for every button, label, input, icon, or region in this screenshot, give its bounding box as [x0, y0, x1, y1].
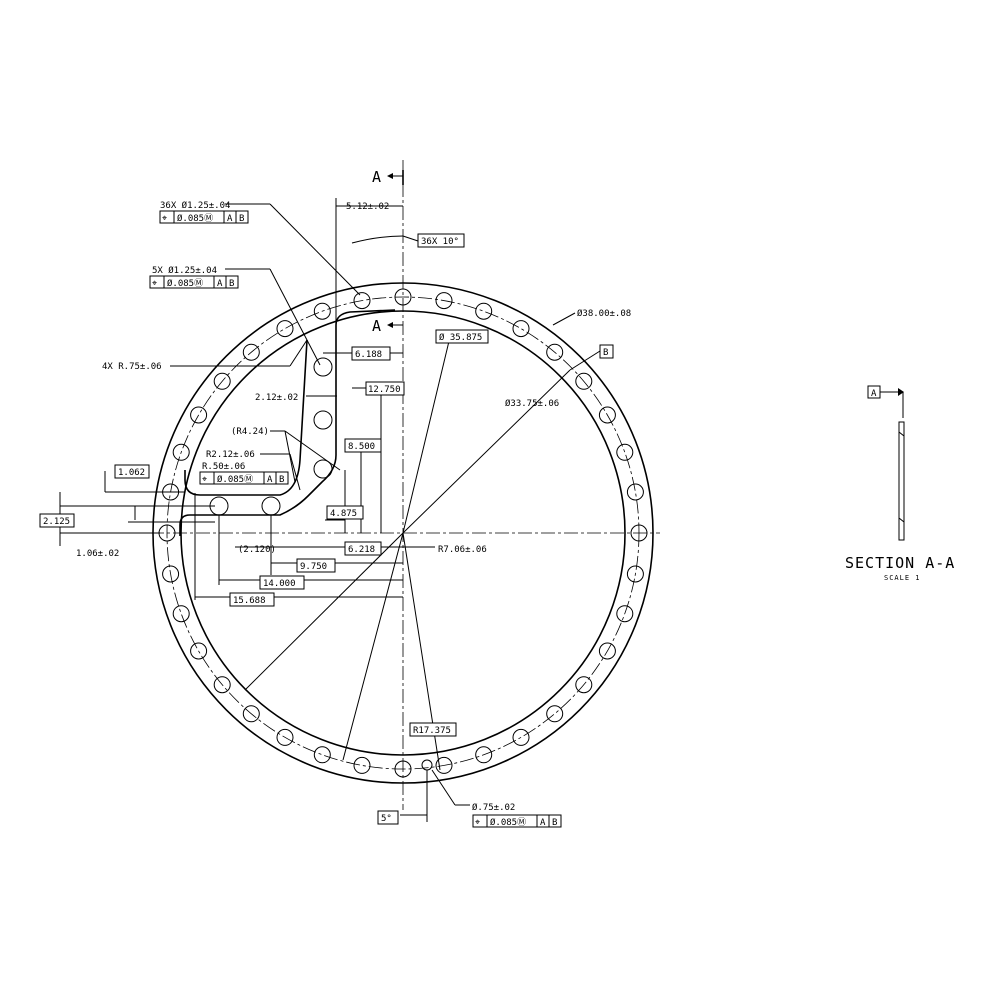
bolt-hole [616, 605, 634, 623]
bolt-hole [213, 676, 231, 694]
dim-r212: R2.12±.06 [206, 450, 255, 460]
bolt-hole [475, 746, 493, 764]
bolt-hole [313, 302, 331, 320]
dim-2125: 2.125 [43, 517, 70, 527]
bolt-hole [575, 372, 593, 390]
bolt-hole [546, 343, 564, 361]
bolt-hole [626, 565, 644, 583]
dim-9750: 9.750 [300, 562, 327, 572]
section-view: A SECTION A-A SCALE 1 [845, 385, 955, 582]
dim-35875: Ø 35.875 [439, 332, 482, 343]
dim-1062: 1.062 [118, 468, 145, 478]
dim-6188: 6.188 [355, 350, 382, 360]
bolt-hole [242, 343, 260, 361]
fcf-datum-b: B [552, 818, 557, 828]
small-hole [421, 759, 433, 771]
bolt-hole [172, 443, 190, 461]
datum-a-box: A [871, 389, 877, 399]
dim-r424: (R4.24) [231, 427, 269, 437]
tab-hole [313, 410, 333, 430]
dim-r050: R.50±.06 [202, 462, 245, 472]
fcf-datum-a: A [267, 475, 273, 485]
bolt-hole [598, 406, 616, 424]
bolt-hole [475, 302, 493, 320]
position-symbol: ⌖ [152, 279, 157, 289]
bolt-hole [213, 372, 231, 390]
section-title: SECTION A-A [845, 554, 955, 572]
bolt-hole [575, 676, 593, 694]
bolt-hole [353, 292, 371, 310]
section-scale: SCALE 1 [884, 574, 921, 582]
bolt-hole [512, 320, 530, 338]
dim-14000: 14.000 [263, 579, 296, 589]
fcf-datum-a: A [540, 818, 546, 828]
bolt-hole [172, 605, 190, 623]
dim-r706: R7.06±.06 [438, 545, 487, 555]
bolt-hole [276, 728, 294, 746]
tab-hole [261, 496, 281, 516]
tab-hole [313, 459, 333, 479]
bolt-hole [313, 746, 331, 764]
bolt-hole [190, 642, 208, 660]
position-symbol: ⌖ [162, 214, 167, 224]
bolt-hole [276, 320, 294, 338]
fcf-tolerance: Ø.085Ⓜ [217, 474, 253, 485]
datum-b-box: B [603, 348, 608, 358]
dim-id: Ø33.75±.06 [505, 398, 559, 409]
fcf-datum-b: B [239, 214, 244, 224]
dim-12750: 12.750 [368, 385, 401, 395]
dim-2120: (2.120) [238, 545, 276, 555]
dim-r4x: 4X R.75±.06 [102, 362, 162, 372]
fcf-tolerance: Ø.085Ⓜ [490, 817, 526, 828]
bolt-hole [242, 705, 260, 723]
dim-6218: 6.218 [348, 545, 375, 555]
dim-512: 5.12±.02 [346, 202, 389, 212]
dim-106: 1.06±.02 [76, 549, 119, 559]
fcf-datum-a: A [217, 279, 223, 289]
dimension-boxes [39, 210, 614, 828]
holes36-label: 36X Ø1.25±.04 [160, 200, 230, 211]
dim-8500: 8.500 [348, 442, 375, 452]
fcf-datum-a: A [227, 214, 233, 224]
fcf-tolerance: Ø.085Ⓜ [167, 278, 203, 289]
annotations: 36X Ø1.25±.04 ⌖ Ø.085Ⓜ A B 5X Ø1.25±.04 … [43, 200, 631, 828]
bolt-hole [626, 483, 644, 501]
dim-r17375: R17.375 [413, 726, 451, 736]
bolt-hole [512, 728, 530, 746]
tab-hole [313, 357, 333, 377]
dim-ang36: 36X 10° [421, 237, 459, 247]
position-symbol: ⌖ [202, 475, 207, 485]
bolt-hole [162, 565, 180, 583]
bolt-hole [353, 756, 371, 774]
dim-4875: 4.875 [330, 509, 357, 519]
dim-212: 2.12±.02 [255, 393, 298, 403]
fcf-datum-b: B [229, 279, 234, 289]
holes5-label: 5X Ø1.25±.04 [152, 265, 217, 276]
bolt-hole [598, 642, 616, 660]
fcf-datum-b: B [279, 475, 284, 485]
bolt-hole [190, 406, 208, 424]
bolt-hole [435, 292, 453, 310]
section-mark-top: A [372, 168, 382, 186]
section-mark-inner: A [372, 317, 382, 335]
bolt-hole [435, 756, 453, 774]
bolt-hole [616, 443, 634, 461]
position-symbol: ⌖ [475, 818, 480, 828]
dim-od: Ø38.00±.08 [577, 308, 631, 319]
section-profile [898, 421, 905, 541]
fcf-tolerance: Ø.085Ⓜ [177, 213, 213, 224]
dim-15688: 15.688 [233, 596, 266, 606]
bolt-hole [546, 705, 564, 723]
hole075-label: Ø.75±.02 [472, 802, 515, 813]
dim-ang5: 5° [381, 814, 392, 824]
